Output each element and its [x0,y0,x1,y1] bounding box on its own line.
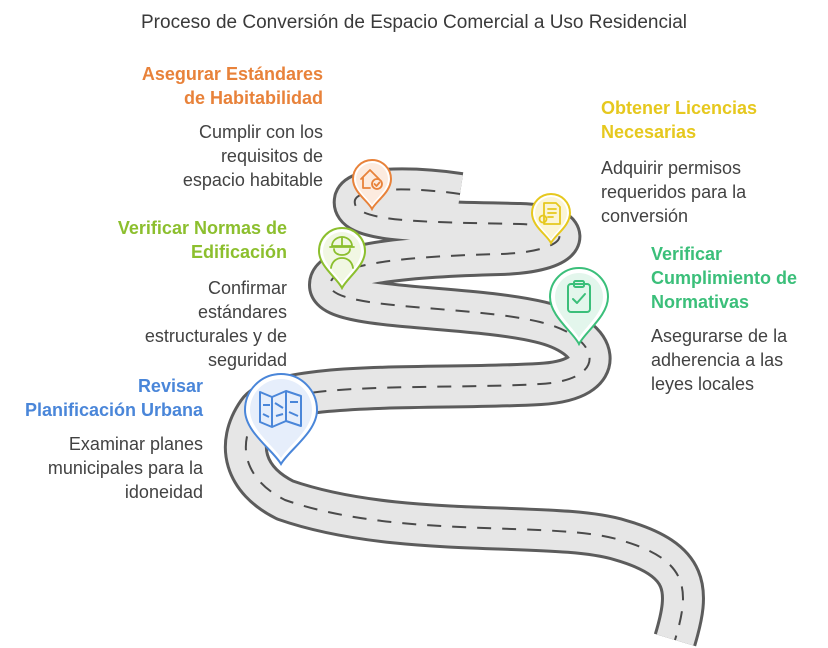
step-2-description: Confirmar estándares estructurales y de … [144,278,287,370]
step-5-title: Verificar Cumplimiento de Normativas [651,244,798,312]
step-1-title: Revisar Planificación Urbana [24,376,203,420]
house-check-icon [351,159,393,211]
step-4-description: Adquirir permisos requeridos para la con… [601,158,747,226]
step-4-title: Obtener Licencias Necesarias [601,98,758,142]
page-title: Proceso de Conversión de Espacio Comerci… [141,12,687,33]
step-3-title: Asegurar Estándares de Habitabilidad [141,64,323,108]
clipboard-check-icon [548,267,610,346]
construction-worker-icon [317,227,367,290]
step-2-title: Verificar Normas de Edificación [117,218,287,262]
step-5-description: Asegurarse de la adherencia a las leyes … [651,326,788,394]
road-center-line [244,188,684,641]
city-map-icon [243,373,319,466]
license-document-icon [530,193,572,245]
step-3-description: Cumplir con los requisitos de espacio ha… [182,122,323,190]
step-1-description: Examinar planes municipales para la idon… [47,434,203,502]
